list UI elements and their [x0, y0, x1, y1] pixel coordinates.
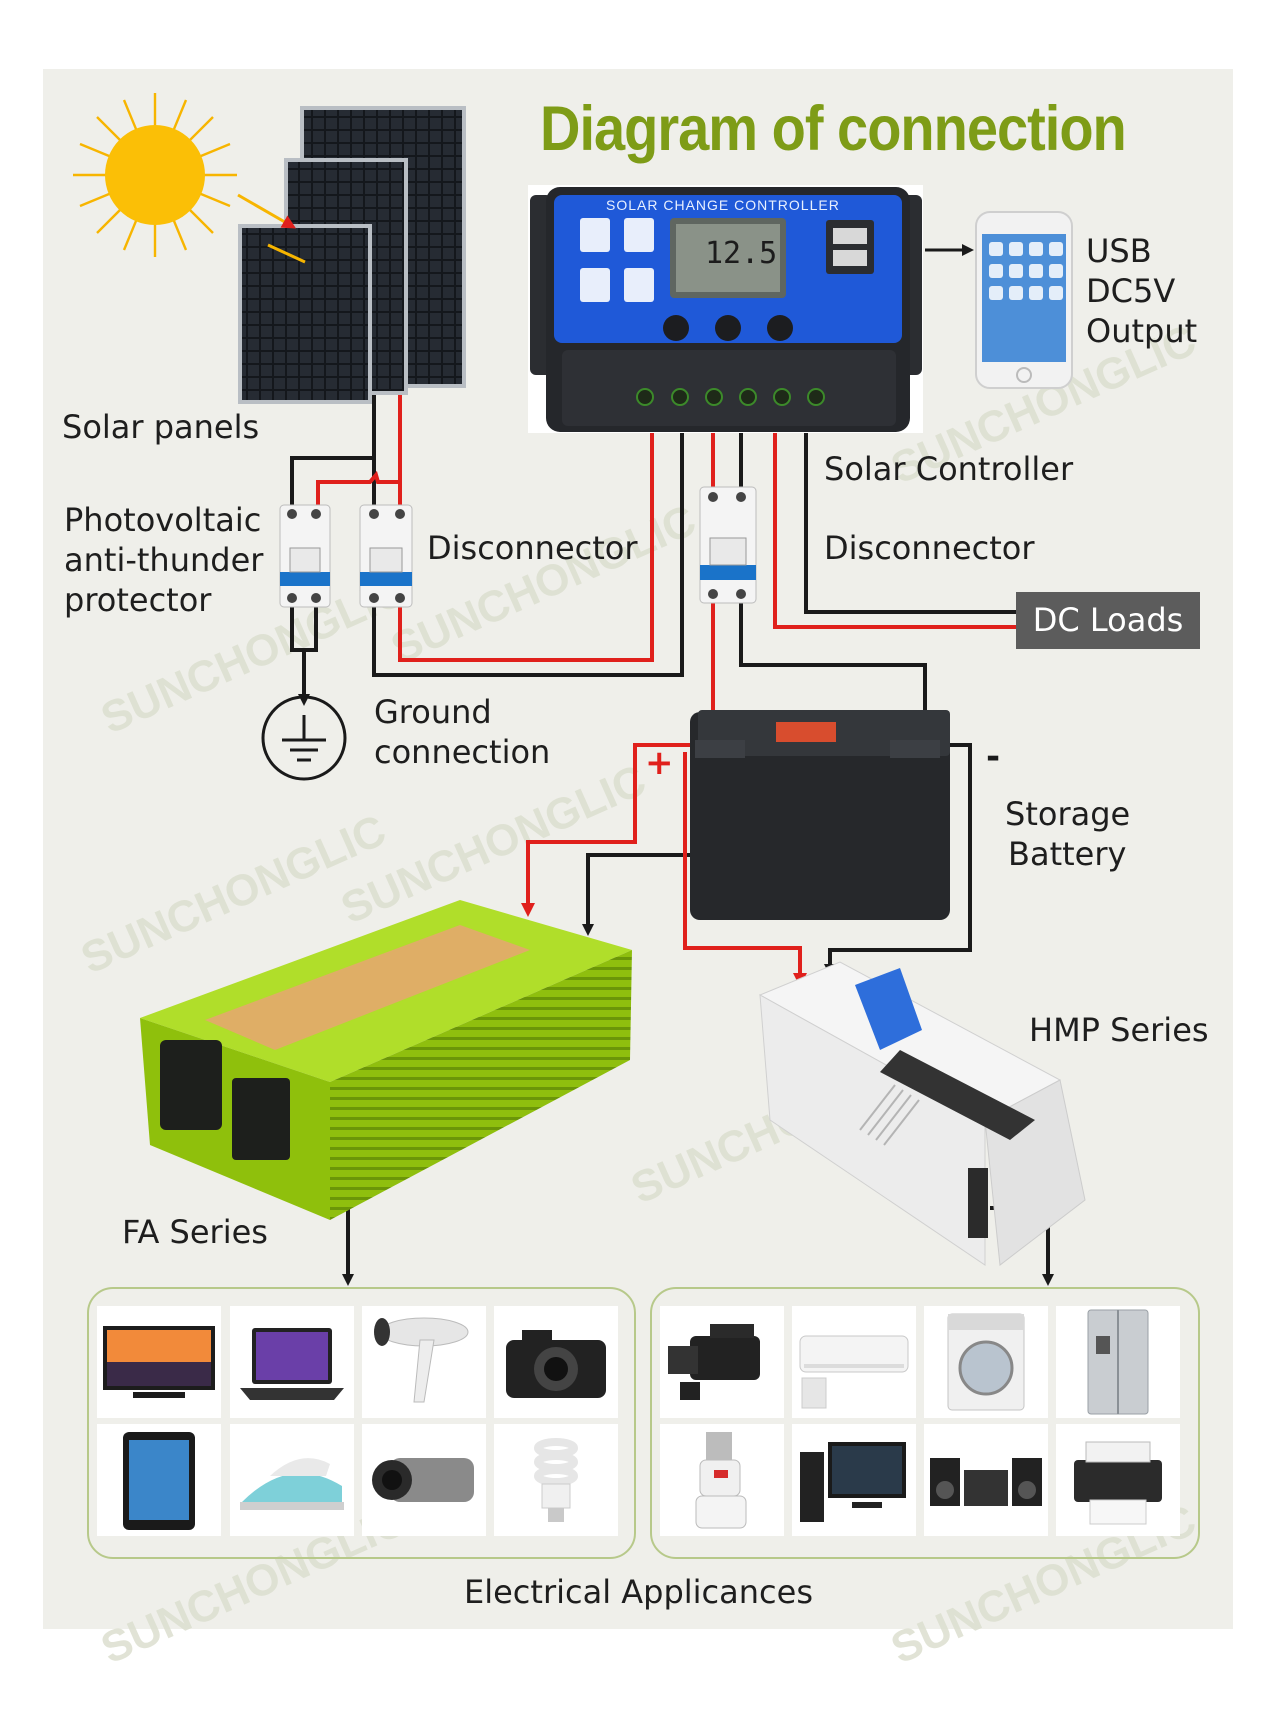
camera-icon: [494, 1306, 618, 1418]
air-conditioner-icon: [792, 1306, 916, 1418]
fa-series-inverter-icon: [140, 900, 632, 1220]
hmp-series-inverter-icon: [758, 961, 1086, 1266]
pv-protector-line: Photovoltaic: [64, 501, 262, 539]
controller-heading: SOLAR CHANGE CONTROLLER: [606, 197, 840, 213]
ground-label-line: Ground: [374, 693, 492, 731]
washing-machine-icon: [924, 1306, 1048, 1418]
disconnector-right-breaker: [699, 486, 757, 604]
solar-controller-label: Solar Controller: [824, 450, 1074, 488]
ground-label-line: connection: [374, 733, 551, 771]
fa-series-label: FA Series: [122, 1213, 268, 1251]
battery-negative-sign: -: [986, 737, 1001, 777]
hair-dryer-icon: [362, 1306, 486, 1418]
pv-protector-line: anti-thunder: [64, 541, 264, 579]
refrigerator-icon: [1056, 1306, 1180, 1418]
usb-label-line: Output: [1086, 312, 1198, 350]
battery-label-line: Battery: [1008, 835, 1127, 873]
disconnector-left-label: Disconnector: [427, 529, 638, 567]
laptop-icon: [230, 1306, 354, 1418]
camcorder-icon: [362, 1424, 486, 1536]
usb-label-line: USB: [1086, 232, 1152, 270]
iron-icon: [230, 1424, 354, 1536]
hmp-appliances-group: [650, 1287, 1200, 1559]
tv-icon: [97, 1306, 221, 1418]
disconnector-left-breaker: [359, 504, 413, 608]
solar-panels-icon: [237, 106, 466, 404]
hmp-series-label: HMP Series: [1029, 1011, 1209, 1049]
controller-lcd-reading: 12.5: [705, 236, 778, 271]
smartphone-icon: [975, 211, 1073, 389]
pv-protector-line: protector: [64, 581, 212, 619]
pv-protector-breaker: [279, 504, 331, 608]
solar-controller-device: [528, 185, 923, 433]
stereo-icon: [924, 1424, 1048, 1536]
desktop-computer-icon: [792, 1424, 916, 1536]
fa-appliances-group: [87, 1287, 636, 1559]
battery-label-line: Storage: [1005, 795, 1131, 833]
printer-icon: [1056, 1424, 1180, 1536]
tablet-icon: [97, 1424, 221, 1536]
storage-battery-icon: [690, 710, 950, 920]
ground-icon: [261, 695, 347, 781]
storage-battery-label: Storage Battery: [1005, 794, 1130, 874]
solar-panels-label: Solar panels: [62, 408, 260, 446]
usb-label-line: DC5V: [1086, 272, 1176, 310]
ground-connection-label: Ground connection: [374, 692, 550, 772]
dc-loads-label: DC Loads: [1016, 592, 1200, 649]
sun-icon: [73, 93, 237, 257]
page-title: Diagram of connection: [540, 93, 1127, 164]
battery-positive-sign: +: [645, 743, 674, 783]
cfl-bulb-icon: [494, 1424, 618, 1536]
video-camera-icon: [660, 1306, 784, 1418]
juicer-icon: [660, 1424, 784, 1536]
electrical-appliances-label: Electrical Applicances: [464, 1573, 813, 1611]
usb-output-label: USB DC5V Output: [1086, 231, 1197, 351]
pv-protector-label: Photovoltaic anti-thunder protector: [64, 500, 263, 620]
disconnector-right-label: Disconnector: [824, 529, 1035, 567]
